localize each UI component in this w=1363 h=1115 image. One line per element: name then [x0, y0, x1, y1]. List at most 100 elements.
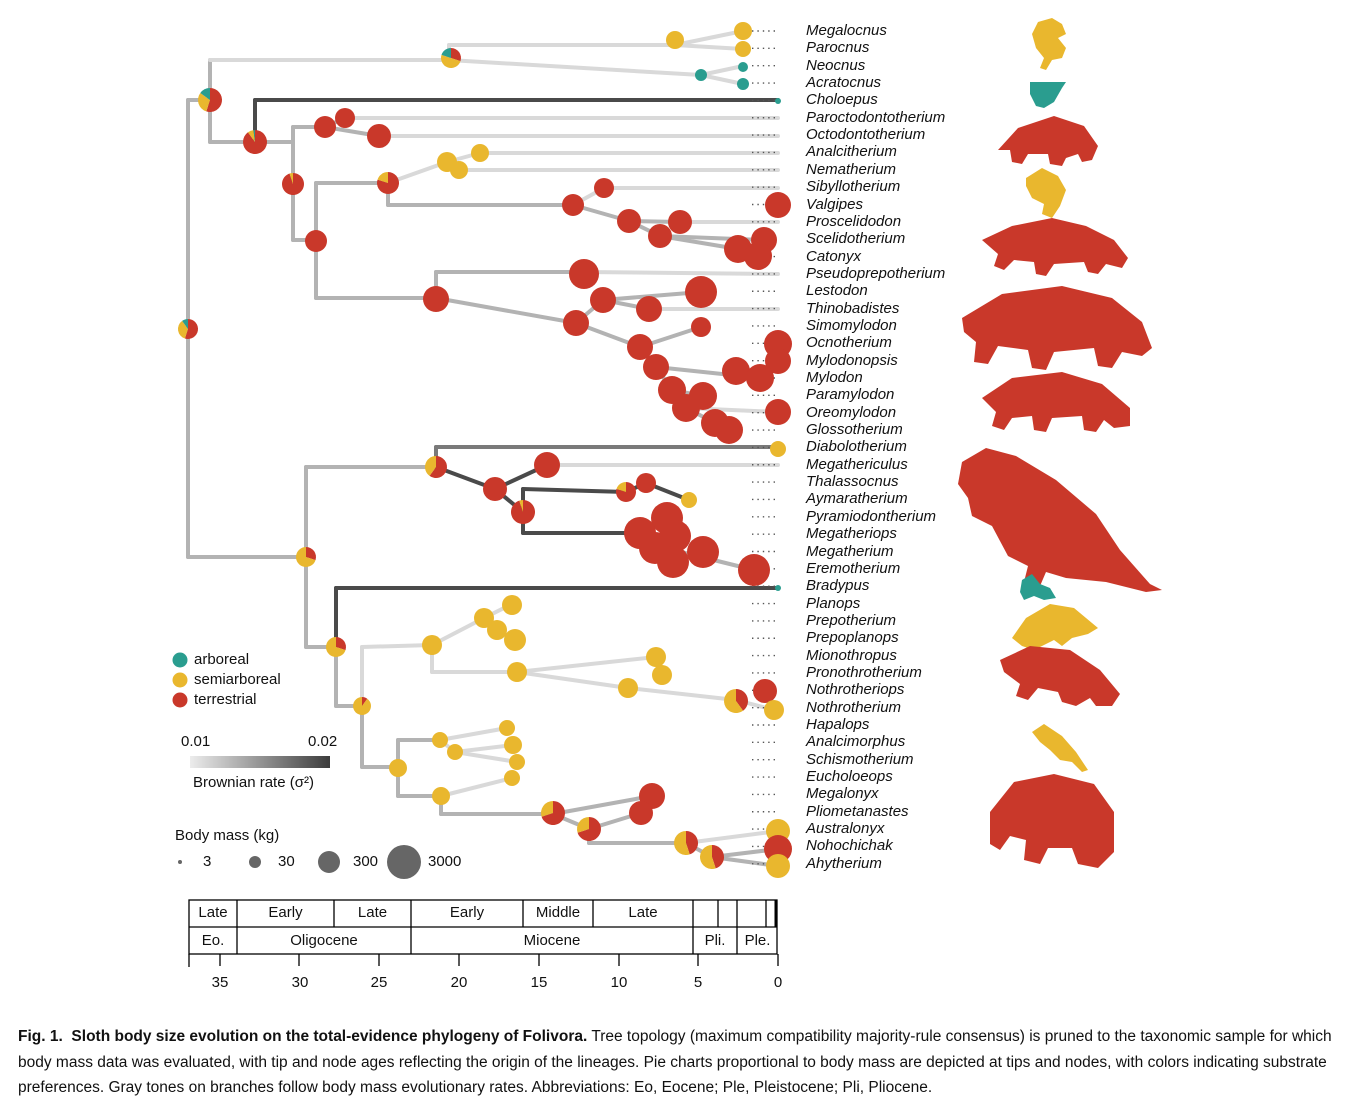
taxon-label-nohochichak: Nohochichak — [806, 837, 893, 855]
pie-slice — [681, 492, 697, 508]
taxon-label-ocnotherium: Ocnotherium — [806, 334, 892, 352]
node-pie — [652, 665, 672, 685]
pie-slice — [305, 230, 327, 252]
node-pie — [504, 629, 526, 651]
node-pie — [764, 700, 784, 720]
pie-slice — [541, 801, 565, 825]
node-pie — [563, 310, 589, 336]
node-pie — [636, 296, 662, 322]
pie-slice — [735, 41, 751, 57]
taxon-label-aymaratherium: Aymaratherium — [806, 490, 908, 508]
node-pie — [753, 679, 777, 703]
pie-slice — [765, 192, 791, 218]
taxon-label-glossotherium: Glossotherium — [806, 421, 903, 439]
pie-slice — [243, 130, 268, 155]
pie-slice — [712, 845, 724, 869]
taxon-label-pyramiodontherium: Pyramiodontherium — [806, 507, 937, 525]
node-pie — [691, 317, 711, 337]
taxon-label-paroctodontotherium: Paroctodontotherium — [806, 108, 946, 126]
mass-scale-circle — [318, 851, 340, 873]
taxon-label-valgipes: Valgipes — [806, 195, 863, 213]
mass-title: Body mass (kg) — [175, 827, 280, 844]
node-pie — [507, 662, 527, 682]
node-pie — [616, 482, 636, 503]
mass-label-30: 30 — [278, 853, 295, 870]
pie-slice — [766, 854, 790, 878]
legend-label-semiarboreal: semiarboreal — [194, 671, 281, 688]
pie-slice — [674, 830, 690, 855]
node-pie — [441, 48, 461, 68]
pie-slice — [636, 296, 662, 322]
pie-slice — [590, 287, 616, 313]
branch — [434, 296, 578, 325]
pie-slice — [569, 259, 599, 289]
mass-label-3: 3 — [203, 853, 212, 870]
pie-slice — [367, 124, 391, 148]
pie-slice — [534, 452, 560, 478]
pie-slice — [672, 394, 700, 422]
pie-slice — [424, 456, 436, 476]
pie-slice — [451, 48, 461, 62]
node-pie — [687, 536, 719, 568]
node-pie — [695, 69, 707, 81]
node-pie — [735, 41, 751, 57]
taxon-label-megatheriops: Megatheriops — [806, 525, 897, 543]
node-pie — [335, 108, 355, 128]
tick-label-5: 5 — [693, 974, 703, 991]
tick-label-30: 30 — [291, 974, 309, 991]
node-pie — [766, 854, 790, 878]
tick-label-10: 10 — [610, 974, 628, 991]
taxon-label-diabolotherium: Diabolotherium — [806, 438, 907, 456]
node-pie — [314, 116, 336, 138]
epoch-sub-late-oligocene: Late — [357, 904, 388, 921]
pie-slice — [618, 678, 638, 698]
taxon-label-acratocnus: Acratocnus — [806, 74, 882, 92]
node-pie — [562, 194, 584, 216]
pie-slice — [326, 637, 346, 658]
node-pie — [450, 161, 468, 179]
pie-slice — [504, 770, 520, 786]
pie-slice — [289, 173, 293, 184]
pie-slice — [519, 500, 523, 512]
branch — [515, 670, 630, 690]
node-pie — [471, 144, 489, 162]
node-pie — [775, 585, 781, 591]
node-pie — [765, 399, 791, 425]
pie-slice — [504, 736, 522, 754]
pie-slice — [502, 595, 522, 615]
pie-slice — [668, 210, 692, 234]
nothrotheriops-silhouette — [1000, 646, 1120, 706]
taxon-label-parocnus: Parocnus — [806, 39, 870, 57]
legend-label-arboreal: arboreal — [194, 651, 250, 668]
node-pie — [367, 124, 391, 148]
pie-slice — [636, 473, 656, 493]
acratocnus-silhouette — [1030, 82, 1066, 108]
node-pie — [744, 242, 772, 270]
pie-slice — [499, 720, 515, 736]
pie-slice — [686, 831, 699, 855]
node-pie — [666, 31, 684, 49]
taxon-label-planops: Planops — [806, 594, 861, 612]
branch — [601, 290, 703, 302]
node-pie — [389, 759, 407, 777]
epoch-sub-early-oligocene: Early — [268, 904, 303, 921]
taxon-label-mylodon: Mylodon — [806, 369, 863, 386]
taxon-label-schismotherium: Schismotherium — [806, 750, 914, 768]
node-pie — [569, 259, 599, 289]
branch — [699, 64, 745, 77]
pie-slice — [253, 130, 255, 142]
node-pie — [474, 608, 494, 628]
branch — [360, 643, 434, 649]
pie-slice — [765, 399, 791, 425]
node-pie — [764, 835, 792, 863]
branch — [447, 58, 703, 77]
taxon-label-simomylodon: Simomylodon — [806, 316, 897, 334]
node-pie — [509, 754, 525, 770]
taxon-label-paramylodon: Paramylodon — [806, 386, 895, 404]
pie-slice — [377, 172, 388, 183]
epoch-miocene: Miocene — [523, 932, 581, 949]
caption-title: Sloth body size evolution on the total-e… — [71, 1028, 588, 1045]
node-pie — [198, 88, 222, 112]
pie-slice — [577, 817, 589, 833]
node-pie — [668, 210, 692, 234]
